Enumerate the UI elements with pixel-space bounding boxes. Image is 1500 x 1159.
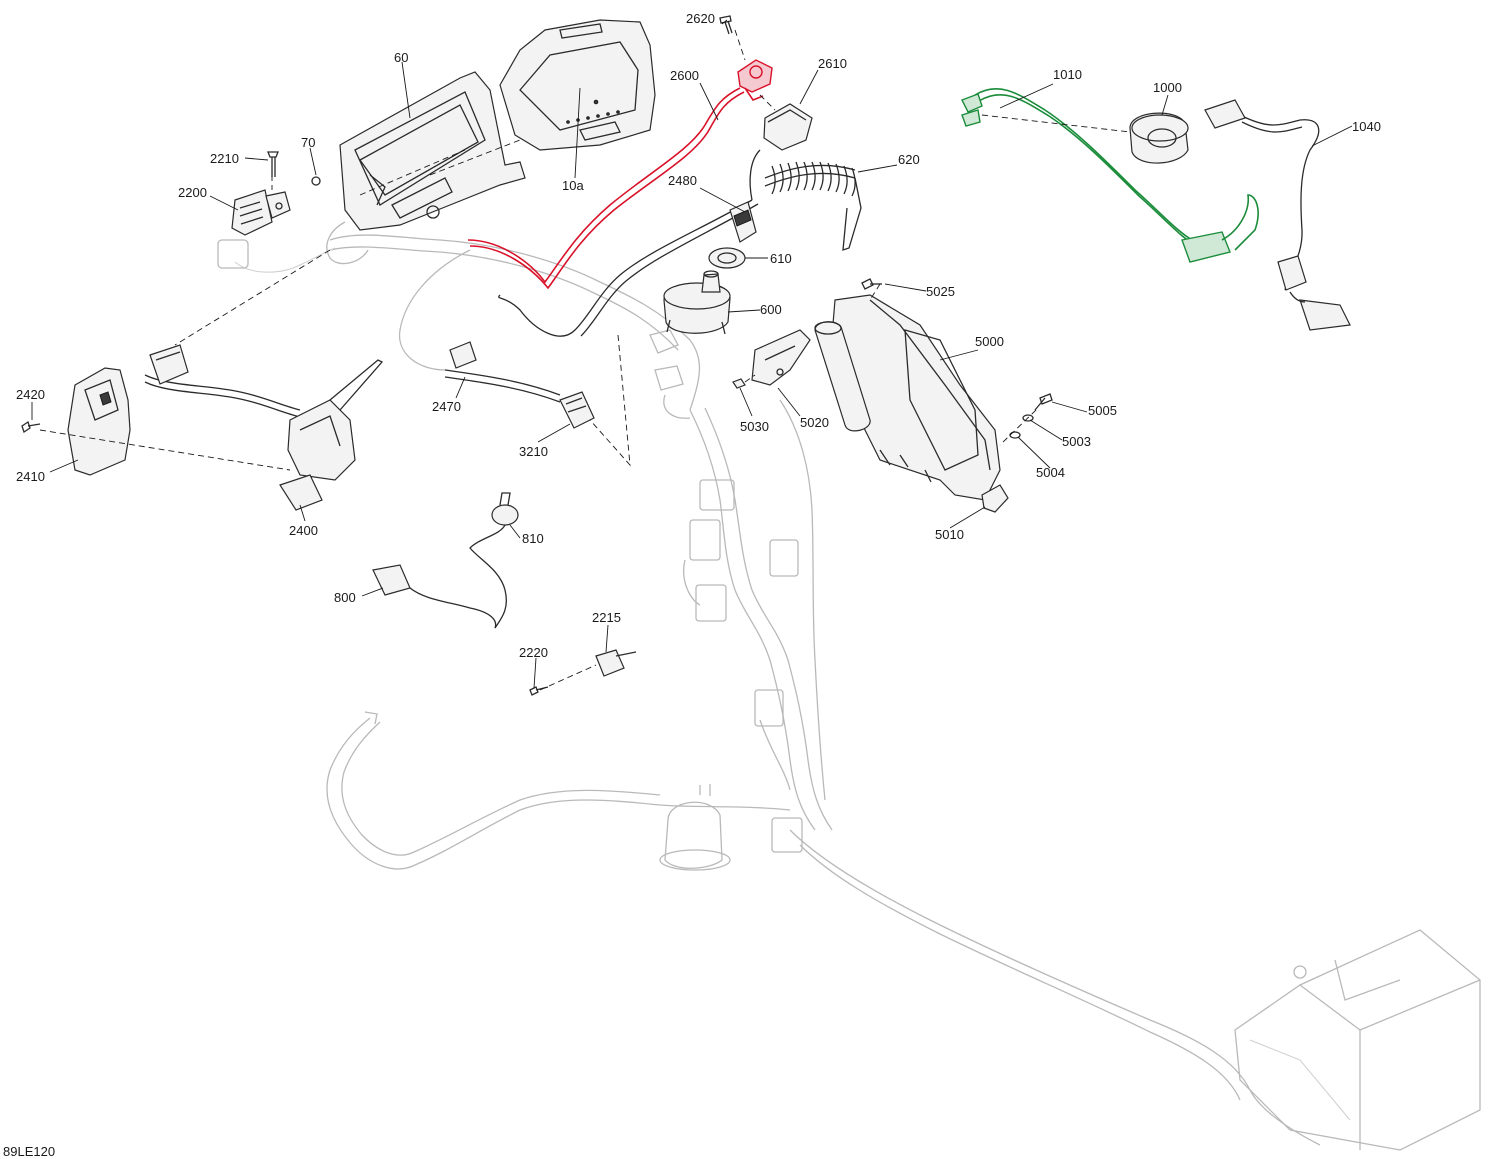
callout-1000: 1000	[1153, 80, 1182, 95]
callout-2220: 2220	[519, 645, 548, 660]
switch-assembly-2400	[144, 344, 384, 511]
harness-2470	[444, 341, 561, 403]
fasteners-5003-5004-5005	[1009, 393, 1053, 439]
screw-5025	[861, 278, 882, 290]
leader-lines	[31, 19, 1353, 689]
callout-70: 70	[301, 135, 315, 150]
callout-2620: 2620	[686, 11, 715, 26]
clip-5010	[981, 484, 1009, 513]
callout-3210: 3210	[519, 444, 548, 459]
connector-2200	[231, 189, 291, 236]
callout-2600: 2600	[670, 68, 699, 83]
callout-2410: 2410	[16, 469, 45, 484]
screw-5030	[732, 378, 746, 389]
callout-5004: 5004	[1036, 465, 1065, 480]
connector-3210	[559, 391, 595, 429]
gauge-display-10a	[499, 19, 656, 151]
callout-2420: 2420	[16, 387, 45, 402]
callout-2610: 2610	[818, 56, 847, 71]
callout-5000: 5000	[975, 334, 1004, 349]
gauge-housing-60	[339, 71, 526, 231]
callout-5010: 5010	[935, 527, 964, 542]
callout-5020: 5020	[800, 415, 829, 430]
switch-housing-2410	[67, 367, 131, 476]
callout-10a: 10a	[562, 178, 584, 193]
harness-1040	[1204, 99, 1351, 331]
figure-code: 89LE120	[3, 1144, 55, 1159]
harness-1010-highlight	[961, 87, 1259, 263]
callout-5005: 5005	[1088, 403, 1117, 418]
screw-2210	[267, 151, 279, 177]
sensor-800	[372, 564, 497, 629]
main-wiring-harness	[217, 221, 1481, 1151]
harness-2600-highlight	[467, 59, 773, 290]
screw-2220	[529, 686, 549, 696]
installation-lines	[39, 29, 1131, 691]
callout-2480: 2480	[668, 173, 697, 188]
screw-2620	[719, 15, 733, 35]
callout-2400: 2400	[289, 523, 318, 538]
bracket-5020	[751, 329, 811, 386]
harness-2480	[498, 199, 759, 337]
callout-2470: 2470	[432, 399, 461, 414]
screw-70	[311, 176, 321, 186]
callout-620: 620	[898, 152, 920, 167]
callout-5003: 5003	[1062, 434, 1091, 449]
grommet-610	[708, 247, 746, 269]
callout-2215: 2215	[592, 610, 621, 625]
callout-810: 810	[522, 531, 544, 546]
callout-800: 800	[334, 590, 356, 605]
stud-2215	[595, 649, 637, 677]
callout-5025: 5025	[926, 284, 955, 299]
plug-2610	[763, 103, 813, 151]
socket-1000	[1129, 112, 1189, 164]
callout-5030: 5030	[740, 419, 769, 434]
callout-610: 610	[770, 251, 792, 266]
screw-2420	[21, 420, 41, 434]
coil-cord-620	[749, 149, 862, 251]
sensor-810	[469, 492, 519, 629]
callout-labels: 60 70 10a 2620 2600 2610 1010 1000 1040 …	[3, 11, 1381, 1159]
callout-60: 60	[394, 50, 408, 65]
callout-2200: 2200	[178, 185, 207, 200]
callout-2210: 2210	[210, 151, 239, 166]
ecu-5000	[814, 294, 1001, 501]
callout-600: 600	[760, 302, 782, 317]
switch-600	[663, 270, 731, 335]
callout-1040: 1040	[1352, 119, 1381, 134]
callout-1010: 1010	[1053, 67, 1082, 82]
